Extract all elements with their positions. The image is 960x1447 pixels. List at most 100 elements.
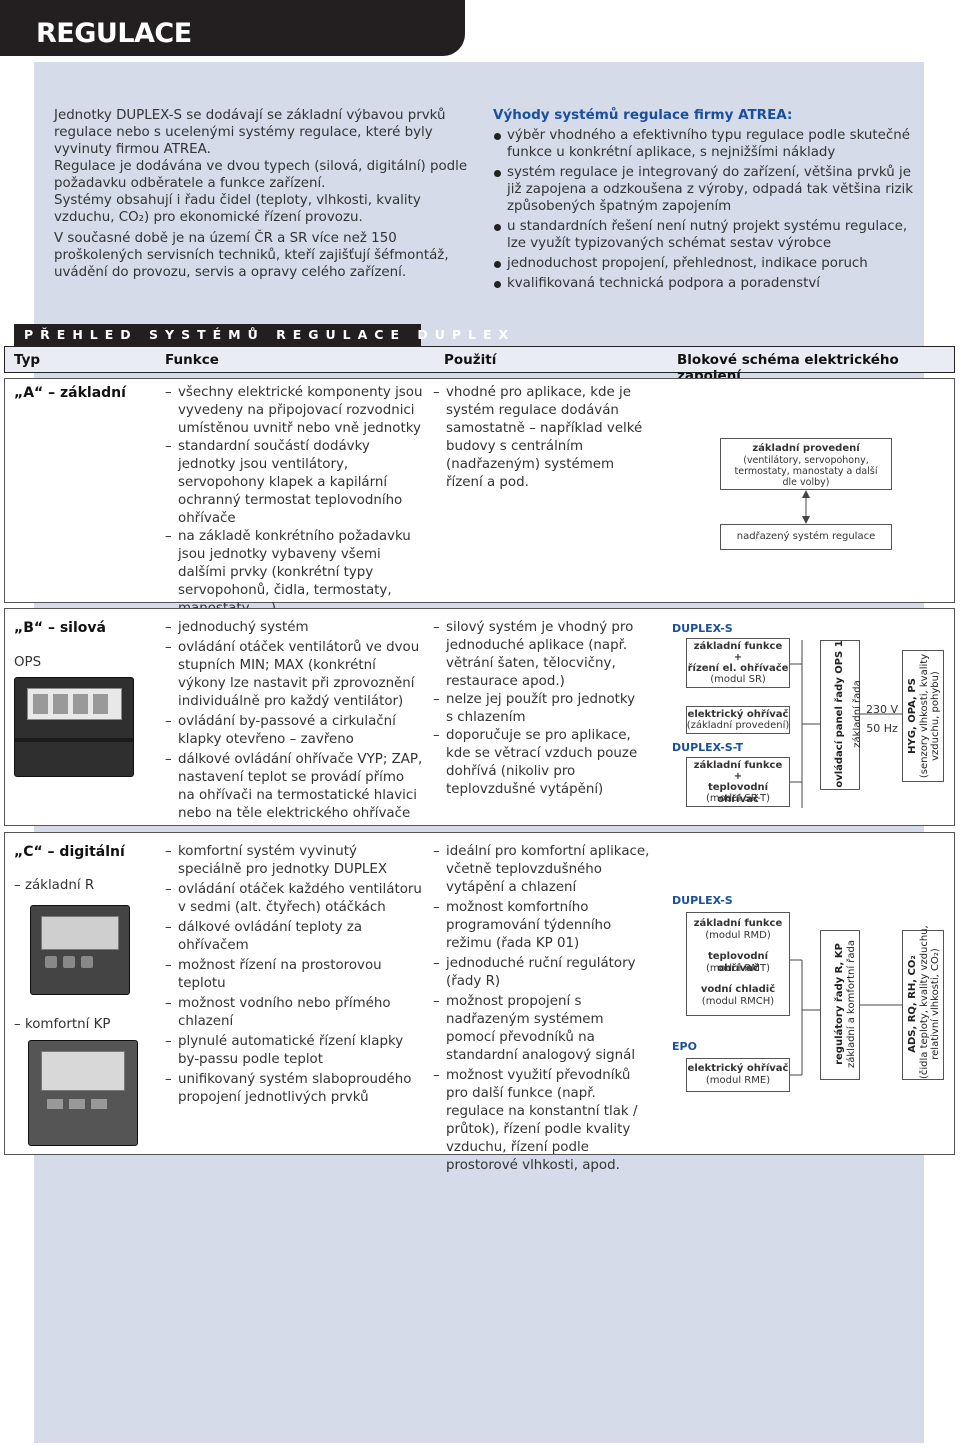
diagram-label: regulátory řady R, KP — [834, 943, 845, 1065]
diagram-label: řízení el. ohřívače — [687, 663, 789, 674]
row-subtype: OPS — [14, 655, 42, 670]
diagram-label: elektrický ohřívač — [687, 709, 789, 720]
advantages-section: Výhody systémů regulace firmy ATREA: výb… — [493, 107, 923, 295]
diagram-label: + — [733, 771, 743, 782]
diagram-label: základní funkce — [693, 760, 783, 771]
list-item: dálkové ovládání ohřívače VYP; ZAP, nast… — [165, 751, 423, 823]
list-item: jednoduchý systém — [165, 619, 423, 637]
intro-paragraph: V současné době je na území ČR a SR více… — [54, 231, 449, 280]
power-label: 230 V — [865, 703, 899, 716]
list-item: ovládání otáček ventilátorů ve dvou stup… — [165, 639, 423, 711]
list-item: komfortní systém vyvinutý speciálně pro … — [165, 843, 423, 879]
column-header-function: Funkce — [165, 352, 219, 368]
controller-kp-image — [28, 1040, 138, 1146]
diagram-label: ovládací panel řady OPS 1 — [834, 640, 845, 788]
list-item: nelze jej použít pro jednotky s chlazení… — [433, 691, 645, 727]
row-subtype: – komfortní KP — [14, 1017, 111, 1032]
diagram-arrow — [802, 490, 810, 524]
diagram-box-epo — [686, 1058, 790, 1092]
diagram-label: DUPLEX-S — [672, 894, 733, 907]
list-item: ideální pro komfortní aplikace, včetně t… — [433, 843, 651, 897]
diagram-box-panel — [820, 640, 860, 790]
diagram-label: ADS, RQ, RH, CO₂ — [907, 955, 918, 1053]
list-item: plynulé automatické řízení klapky by-pas… — [165, 1033, 423, 1069]
column-header-type: Typ — [14, 352, 41, 368]
diagram-label: EPO — [672, 1040, 697, 1053]
row-type-c: „C“ – digitální — [14, 844, 125, 860]
list-item: vhodné pro aplikace, kde je systém regul… — [433, 384, 645, 492]
intro-paragraph: Jednotky DUPLEX-S se dodávají se základn… — [54, 108, 446, 157]
list-item: ovládání otáček každého ventilátoru v se… — [165, 881, 423, 917]
diagram-connectors — [860, 1004, 904, 1006]
diagram-box-basic — [720, 438, 892, 490]
list-item: ovládání by-passové a cirkulační klapky … — [165, 713, 423, 749]
diagram-label: (modul SR) — [710, 674, 766, 685]
list-item: možnost využití převodníků pro další fun… — [433, 1067, 651, 1175]
diagram-connectors — [790, 640, 822, 808]
function-list: jednoduchý systém ovládání otáček ventil… — [165, 619, 423, 823]
list-item: možnost vodního nebo přímého chlazení — [165, 995, 423, 1031]
title-bar: REGULACE — [0, 0, 465, 56]
diagram-label: základní a komfortní řada — [846, 940, 857, 1068]
diagram-box-sensors — [902, 930, 944, 1080]
diagram-label: HYG, OPA, PS — [907, 678, 918, 754]
diagram-label: základní funkce — [693, 641, 783, 652]
list-item: dálkové ovládání teploty za ohřívačem — [165, 919, 423, 955]
diagram-label: vodní chladič — [700, 984, 776, 995]
list-item: možnost komfortního programování týdenní… — [433, 899, 651, 953]
diagram-box-duplex — [686, 912, 790, 1016]
controller-r-image — [30, 905, 130, 995]
function-list: všechny elektrické komponenty jsou vyved… — [165, 384, 423, 618]
diagram-label: (modul RMCH) — [701, 996, 775, 1007]
list-item: doporučuje se pro aplikace, kde se větra… — [433, 727, 645, 799]
ops-panel-image — [14, 677, 134, 777]
table-header: Typ Funkce Použití Blokové schéma elektr… — [4, 346, 955, 384]
list-item: možnost propojení s nadřazeným systémem … — [433, 993, 651, 1065]
list-item: silový systém je vhodný pro jednoduché a… — [433, 619, 645, 691]
diagram-label: základní provedení — [752, 443, 860, 454]
diagram-label: vzduchu, pohybu) — [930, 671, 941, 761]
diagram-label: teplovodní ohřívač — [707, 951, 769, 974]
diagram-connectors — [790, 959, 822, 1076]
column-header-use: Použití — [444, 352, 497, 368]
use-list: vhodné pro aplikace, kde je systém regul… — [433, 384, 645, 492]
diagram-label: základní funkce — [693, 918, 783, 929]
diagram-label: DUPLEX-S-T — [672, 741, 744, 754]
diagram-box-master — [720, 524, 892, 550]
advantages-title: Výhody systémů regulace firmy ATREA: — [493, 107, 793, 123]
list-item: na základě konkrétního požadavku jsou je… — [165, 528, 423, 618]
diagram-label: (modul RME) — [705, 1075, 771, 1086]
diagram-box-srt — [686, 757, 790, 807]
list-item: možnost řízení na prostorovou teplotu — [165, 957, 423, 993]
row-subtype: – základní R — [14, 878, 95, 893]
diagram-label: elektrický ohřívač — [687, 1063, 789, 1074]
page-title: REGULACE — [36, 18, 192, 49]
diagram-label: + — [733, 652, 743, 663]
diagram-box-heater — [686, 706, 790, 734]
row-type-b: „B“ – silová — [14, 620, 106, 636]
diagram-label: (modul RMT) — [706, 963, 770, 974]
list-item: výběr vhodného a efektivního typu regula… — [493, 127, 923, 161]
overview-heading-bar: PŘEHLED SYSTÉMŮ REGULACE DUPLEX — [14, 324, 508, 346]
diagram-box-sensors — [902, 650, 944, 782]
intro-paragraph: Regulace je dodávána ve dvou typech (sil… — [54, 159, 468, 191]
list-item: systém regulace je integrovaný do zaříze… — [493, 164, 923, 215]
diagram-label: DUPLEX-S — [672, 622, 733, 635]
list-item: jednoduché ruční regulátory (řady R) — [433, 955, 651, 991]
diagram-label: relativní vlhkosti, CO₂) — [930, 948, 941, 1060]
list-item: kvalifikovaná technická podpora a porade… — [493, 275, 923, 292]
diagram-box-sr — [686, 638, 790, 688]
use-list: ideální pro komfortní aplikace, včetně t… — [433, 843, 651, 1175]
diagram-label: (modul SR-T) — [706, 793, 770, 804]
intro-paragraph: Systémy obsahují i řadu čidel (teploty, … — [54, 193, 421, 225]
list-item: u standardních řešení není nutný projekt… — [493, 218, 923, 252]
list-item: jednoduchost propojení, přehlednost, ind… — [493, 255, 923, 272]
diagram-label: (modul RMD) — [705, 930, 771, 941]
use-list: silový systém je vhodný pro jednoduché a… — [433, 619, 645, 799]
diagram-label: teplovodní ohřívač — [707, 782, 769, 805]
intro-text: Jednotky DUPLEX-S se dodávají se základn… — [54, 107, 474, 281]
advantages-list: výběr vhodného a efektivního typu regula… — [493, 127, 923, 292]
row-type-a: „A“ – základní — [14, 385, 126, 401]
overview-heading: PŘEHLED SYSTÉMŮ REGULACE DUPLEX — [24, 327, 516, 342]
list-item: unifikovaný systém slaboproudého propoje… — [165, 1071, 423, 1107]
